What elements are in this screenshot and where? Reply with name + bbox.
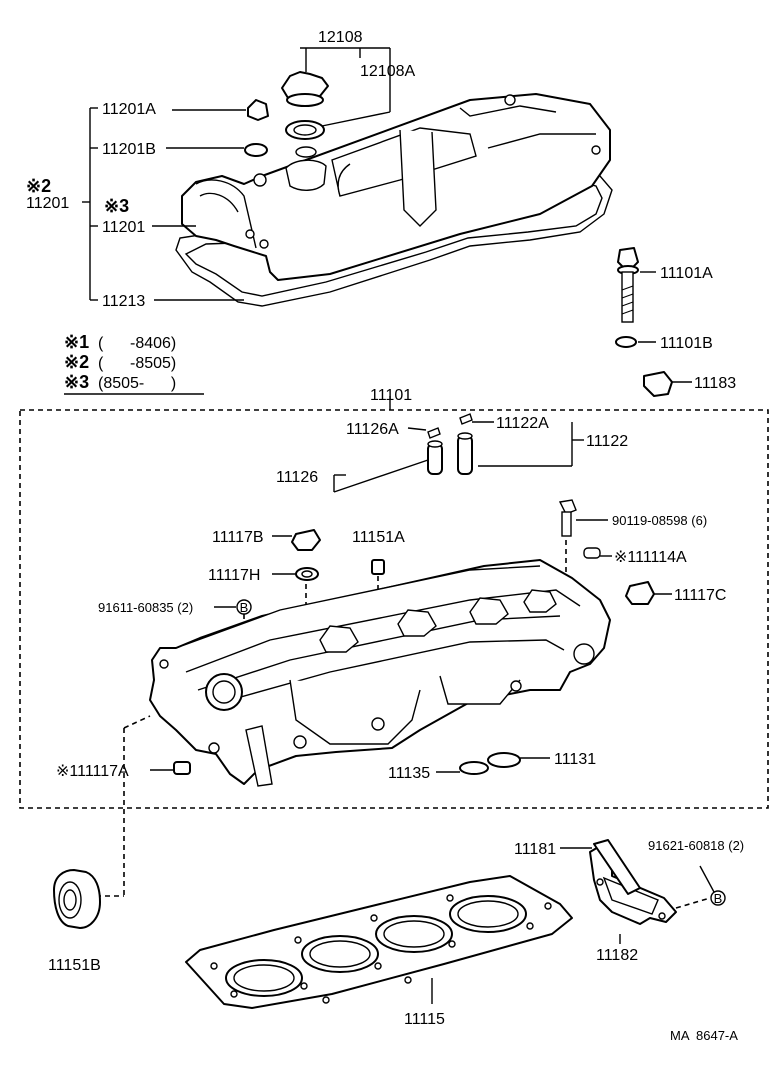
plug-111114a <box>583 547 601 559</box>
cover-grommet-b <box>244 143 268 157</box>
label-11183: 11183 <box>694 375 736 392</box>
head-bolt-washer <box>615 336 637 348</box>
label-11201a: 11201A <box>102 101 156 118</box>
label-11182: 11182 <box>596 947 638 964</box>
label-11131: 11131 <box>554 751 596 768</box>
stud-bolt <box>558 499 577 537</box>
label-11135: 11135 <box>388 765 430 782</box>
label-12108a: 12108A <box>360 63 415 80</box>
cover-grommet-a <box>247 99 269 121</box>
label-11181: 11181 <box>514 841 556 858</box>
note-range: (8505- ) <box>98 375 176 392</box>
valve-guide-in <box>427 427 443 475</box>
note2-mark: ※2 <box>26 176 51 196</box>
cam-plug <box>643 371 673 397</box>
leaders-top <box>82 47 391 301</box>
note-mark: ※2 <box>64 352 89 372</box>
label-12108: 12108 <box>318 29 363 46</box>
label-111117a: ※111117A <box>56 763 129 780</box>
label-11122a: 11122A <box>496 415 549 432</box>
label-11201-left: 11201 <box>26 195 69 212</box>
label-11115: 11115 <box>404 1011 445 1028</box>
fastener-marker-b2: B <box>710 890 726 906</box>
label-11117h: 11117H <box>208 567 260 584</box>
label-11117c: 11117C <box>674 587 726 604</box>
plug-11117b <box>291 529 321 551</box>
note-range: ( -8505) <box>98 355 176 372</box>
label-11101b: 11101B <box>660 335 713 352</box>
label-90119: 90119-08598 (6) <box>612 513 707 528</box>
label-11101: 11101 <box>370 387 412 404</box>
valve-guide-ex <box>457 413 473 475</box>
head-bolt <box>617 247 639 323</box>
plug-11117a <box>173 761 191 775</box>
label-11201-inner: 11201 <box>102 219 145 236</box>
shim-11135 <box>459 761 489 775</box>
assembly-box <box>19 409 769 809</box>
note3-mark: ※3 <box>104 196 129 216</box>
plug-11151a <box>371 559 385 575</box>
label-11213: 11213 <box>102 293 145 310</box>
label-11151b: 11151B <box>48 957 101 974</box>
reference-code: MA 8647-A <box>670 1028 738 1043</box>
valve-cover <box>181 93 611 281</box>
oil-seal <box>53 869 101 929</box>
note-mark: ※3 <box>64 372 89 392</box>
plug-11117h <box>295 567 319 581</box>
label-111114a: ※111114A <box>614 549 687 566</box>
notes-list: ※1 ( -8406) ※2 ( -8505) ※3 (8505- ) <box>64 332 204 395</box>
fastener-marker-b: B <box>236 599 252 615</box>
label-91611: 91611-60835 (2) <box>98 600 193 615</box>
label-11101a: 11101A <box>660 265 713 282</box>
label-11201b: 11201B <box>102 141 156 158</box>
label-11117b: 11117B <box>212 529 264 546</box>
note-range: ( -8406) <box>98 335 176 352</box>
label-11151a: 11151A <box>352 529 405 546</box>
cap-gasket <box>285 120 325 140</box>
water-outlet-pipe <box>593 839 641 895</box>
oil-filler-cap <box>281 71 329 107</box>
label-11126: 11126 <box>276 469 318 486</box>
label-11122: 11122 <box>586 433 628 450</box>
svg-text:B: B <box>714 891 723 906</box>
label-11126a: 11126A <box>346 421 399 438</box>
shim-11131 <box>487 752 521 768</box>
note-mark: ※1 <box>64 332 89 352</box>
label-91621: 91621-60818 (2) <box>648 838 744 853</box>
svg-text:B: B <box>240 600 249 615</box>
plug-11117c <box>625 581 655 605</box>
